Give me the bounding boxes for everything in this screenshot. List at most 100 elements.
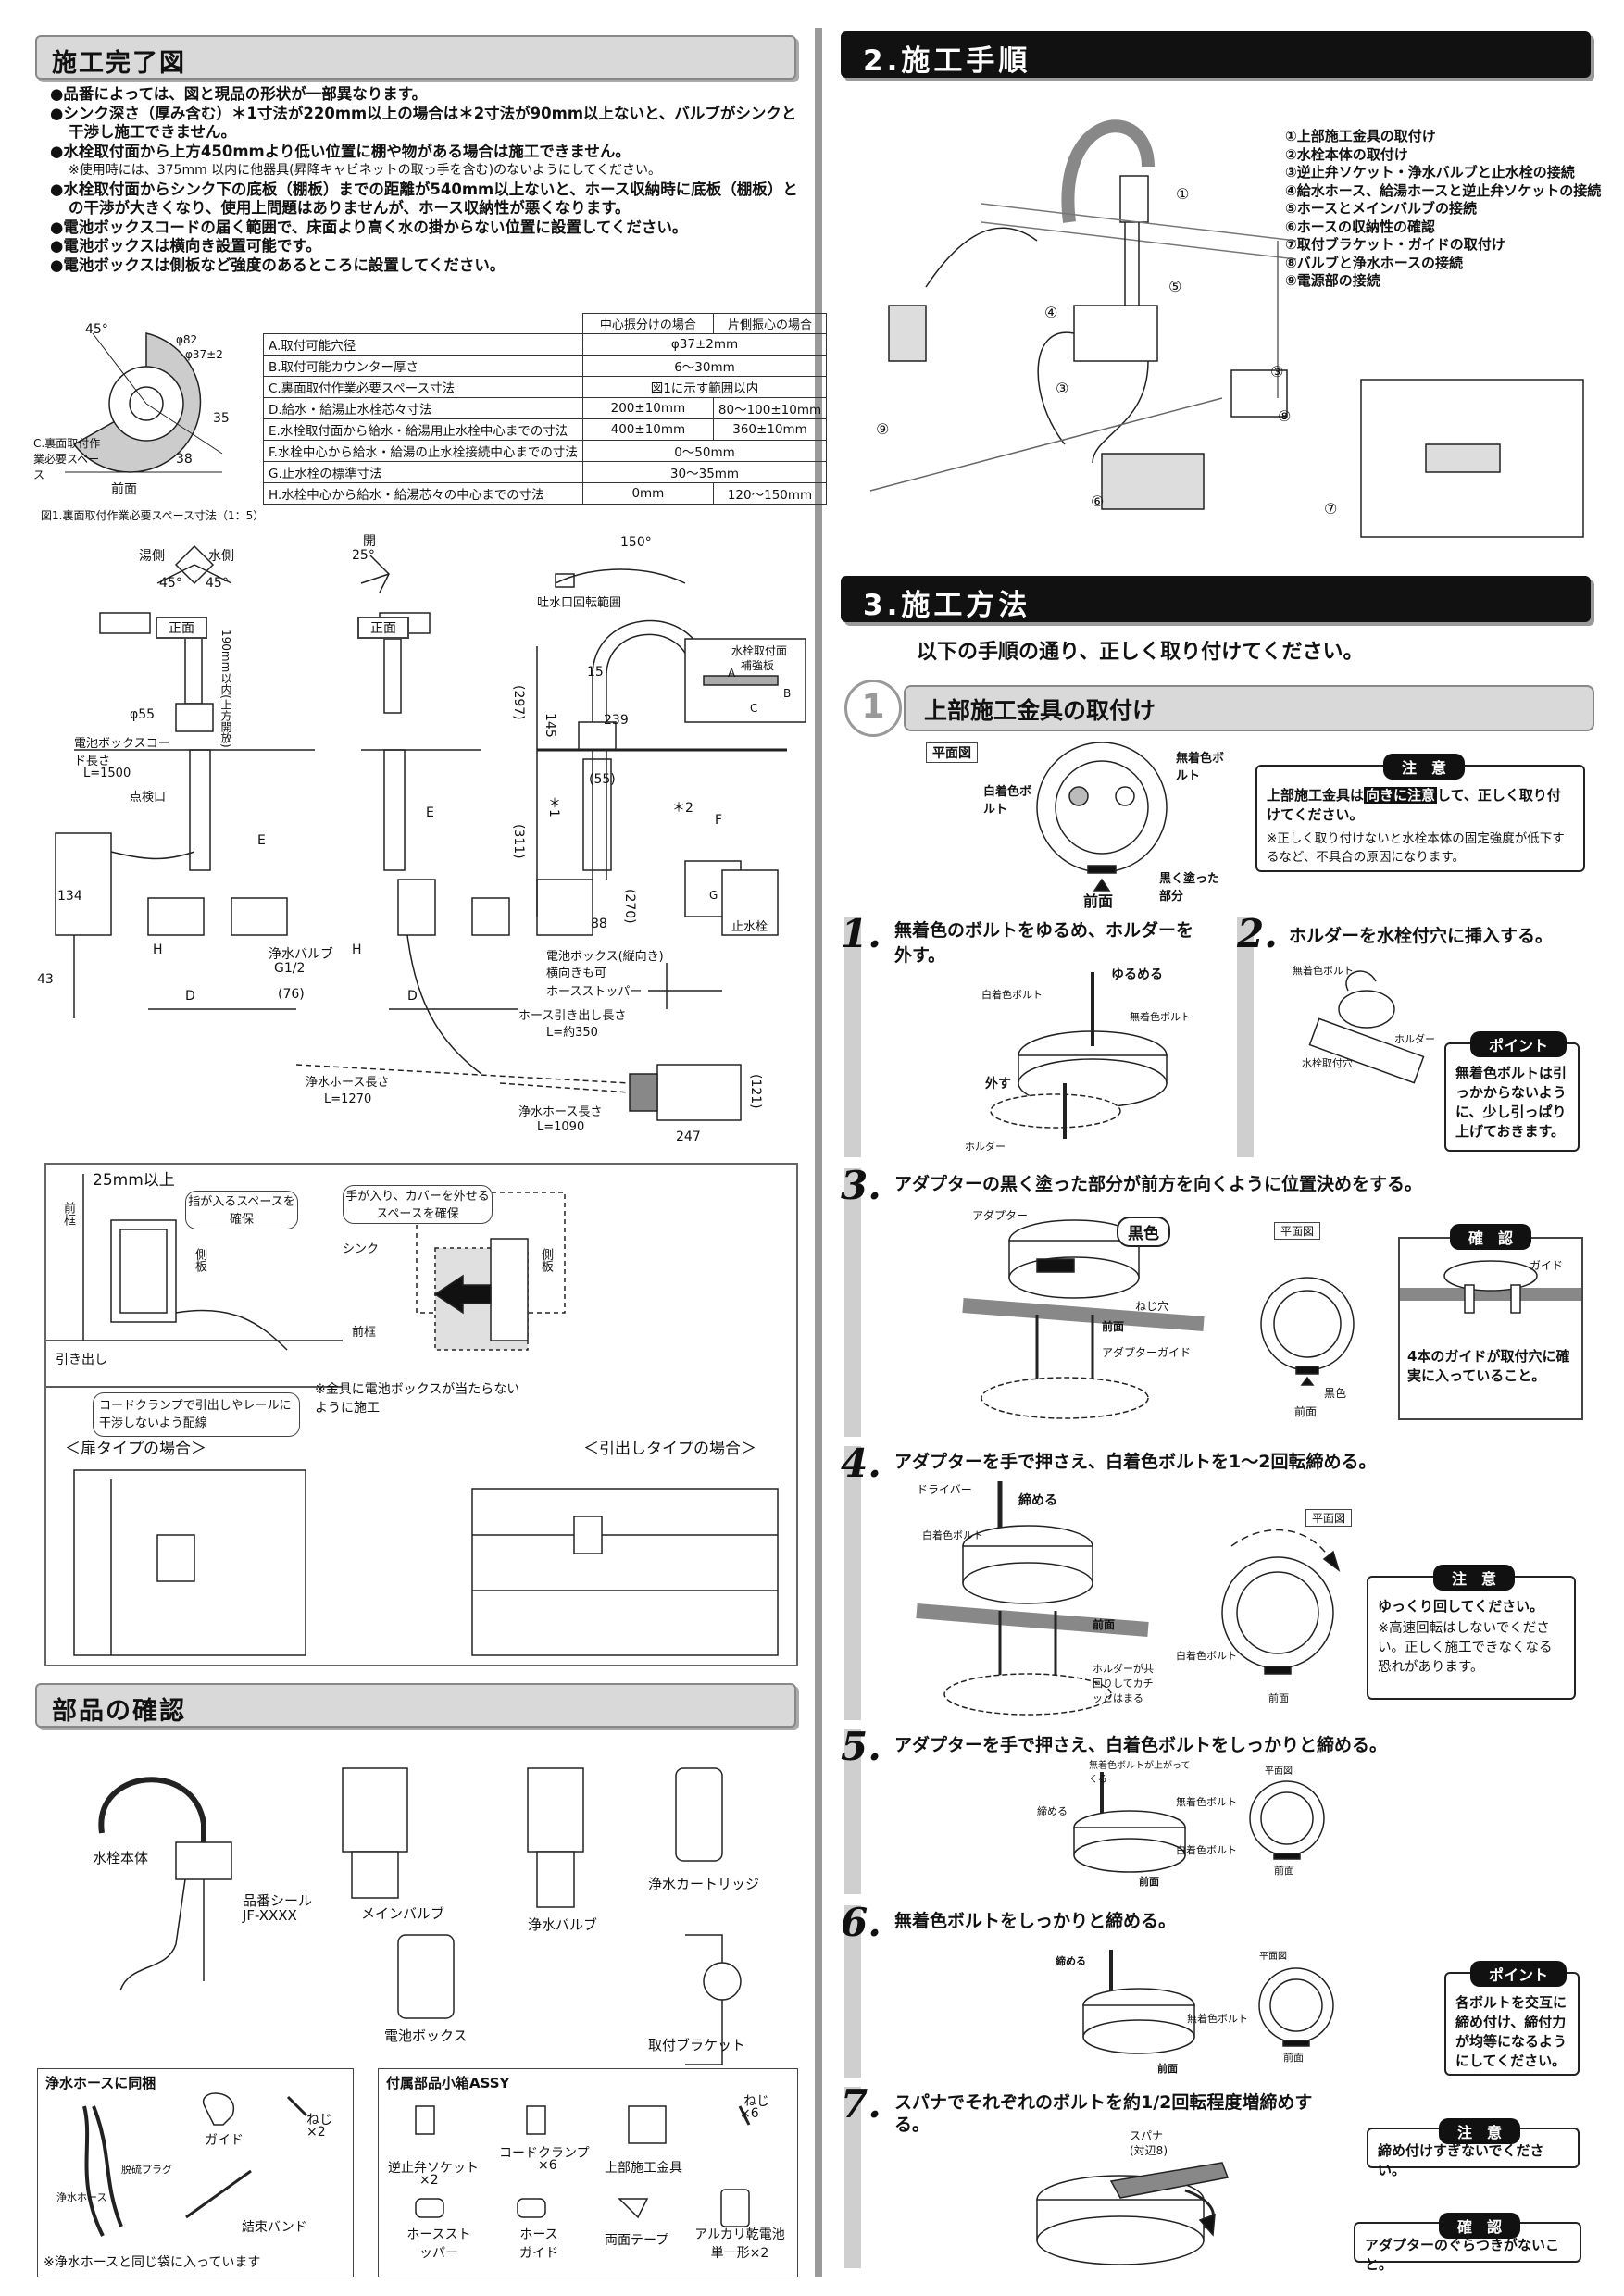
table-cell: 0mm [581, 482, 714, 505]
dim-label: G [709, 889, 718, 902]
dim-label: E [257, 833, 266, 848]
plan-view-drawing [1036, 742, 1168, 892]
box-title: 付属部品小箱ASSY [386, 2075, 510, 2091]
install-label: 前框 [61, 1202, 75, 1226]
part-label: 水栓本体 [93, 1850, 149, 1866]
procedure-figure: ① ② ③ ③ ④ ⑤ ⑥ ⑦ ⑧ ⑨ [869, 93, 1593, 546]
dim-label: 浄水ホース長さ [518, 1105, 603, 1119]
step4-drawing [916, 1481, 1149, 1716]
table-header: 中心振分けの場合 [581, 313, 714, 334]
step7-drawing [1036, 2162, 1230, 2265]
plan-label: 白着色ボルト [983, 785, 1032, 817]
table-cell: 360±10mm [712, 418, 828, 441]
dim-label: (76) [278, 987, 305, 1002]
step-label: 前面 [1102, 1320, 1125, 1333]
step-text: 無着色ボルトをしっかりと締める。 [894, 1911, 1177, 1931]
box-title: 浄水ホースに同梱 [45, 2075, 156, 2091]
install-label: ＜扉タイプの場合＞ [65, 1440, 206, 1458]
caution-text: 締め付けすぎないでください。 [1378, 2142, 1544, 2178]
dim-label: 開 [363, 534, 376, 549]
part-label: 電池ボックス [384, 2028, 468, 2044]
dim-label: 電池ボックス(縦向き) [546, 950, 664, 964]
step-label: 前面 [1139, 1876, 1159, 1888]
install-label: 25mm以上 [93, 1171, 175, 1190]
table-cell: A.取付可能穴径 [263, 333, 583, 356]
point-box: 無着色ボルトは引っかからないように、少し引っぱり上げておきます。 [1444, 1042, 1580, 1152]
confirm-box: ガイド 4本のガイドが取付穴に確実に入っていること。 [1398, 1237, 1583, 1420]
caution-tag: 注 意 [1439, 2118, 1521, 2144]
step-label: 白着色ボルト [1176, 1844, 1237, 1856]
step-text: アダプターを手で押さえ、白着色ボルトを1〜2回転締める。 [894, 1452, 1377, 1472]
plan-label: 黒く塗った部分 [1159, 872, 1220, 904]
install-callout: 手が入り、カバーを外せるスペースを確保 [343, 1185, 493, 1224]
plan-view-figure: 平面図 白着色ボルト 無着色ボルト 黒く塗った部分 前面 [926, 741, 1231, 910]
part-label: 両面テープ [605, 2233, 669, 2248]
step-label: ドライバー [917, 1483, 972, 1496]
table-cell: 0〜50mm [581, 440, 828, 462]
dim-label: 吐水口回転範囲 [537, 596, 622, 610]
step-text: ホルダーを水栓付穴に挿入する。 [1289, 926, 1554, 946]
black-callout: 黒色 [1117, 1217, 1170, 1247]
part-label: アルカリ乾電池単一形×2 [694, 2227, 785, 2261]
part-label: 浄水ホース [56, 2191, 107, 2203]
procedure-step: ③逆止弁ソケット・浄水バルブと止水栓の接続 [1285, 164, 1575, 181]
point-tag: ポイント [1470, 1031, 1568, 1057]
plan-label: 平面図 [1305, 1509, 1352, 1527]
step7-figure: スパナ (対辺8) [1018, 2126, 1259, 2274]
step-label: 平面図 [1265, 1766, 1293, 1777]
table-cell: 図1に示す範囲以内 [581, 376, 828, 398]
step2-drawing [1308, 970, 1425, 1084]
dim-label: 補強板 [741, 659, 775, 672]
dim-label: φ55 [130, 707, 156, 722]
part-label: コードクランプ [499, 2146, 590, 2161]
dim-label: 25° [352, 548, 375, 563]
point-text: 各ボルトを交互に締め付け、締付力が均等になるようにしてください。 [1455, 1994, 1568, 2069]
part-label: ホースストッパー [406, 2227, 471, 2261]
installation-figure: 25mm以上 前框 指が入るスペースを確保 側板 引き出し コードクランプで引出… [44, 1163, 798, 1666]
install-label: 側板 [539, 1248, 553, 1272]
step-label: 無着色ボルト [1130, 1011, 1191, 1023]
step-number: 1. [841, 911, 881, 956]
dim-label: 88 [591, 917, 607, 931]
step-label: 外す [985, 1077, 1011, 1092]
mounting-space-drawing [65, 332, 223, 473]
caution-text-a: 上部施工金具は [1267, 787, 1365, 804]
dim-label: A [728, 667, 736, 680]
install-callout: 指が入るスペースを確保 [185, 1191, 298, 1229]
space-label: C.裏面取付作業必要スペース [33, 437, 101, 481]
install-label: シンク [343, 1242, 380, 1256]
dim-label: L=1090 [537, 1120, 585, 1134]
table-cell: 200±10mm [581, 397, 714, 419]
table-cell: 400±10mm [581, 418, 714, 441]
table-cell: H.水栓中心から給水・給湯芯々の中心までの寸法 [263, 482, 583, 505]
procedure-drawing [869, 119, 1584, 538]
step-label: 締める [1018, 1493, 1057, 1508]
dim-label: D [185, 989, 195, 1004]
procedure-step: ④給水ホース、給湯ホースと逆止弁ソケットの接続 [1285, 181, 1602, 199]
note-sub: ※使用時には、375mm 以内に他器具(昇降キャビネットの取っ手を含む)のないよ… [69, 163, 661, 178]
step-label: ゆるめる [1111, 967, 1163, 982]
part-label: メインバルブ [361, 1905, 445, 1922]
section-head-procedure: 2.施工手順 [841, 31, 1591, 78]
dim-label: H [352, 942, 362, 957]
dim-label: ホースストッパー [546, 985, 643, 999]
step-bar [844, 917, 861, 1157]
procedure-step: ⑥ホースの収納性の確認 [1285, 218, 1435, 235]
step-label: 無着色ボルトが上がってくる [1089, 1761, 1191, 1785]
step-label: 締める [1037, 1805, 1068, 1817]
step-callout: ④ [1044, 304, 1058, 321]
dim-label: F [715, 813, 723, 828]
front-label: 前面 [111, 482, 137, 497]
install-label: 前框 [352, 1326, 377, 1340]
column-divider [815, 28, 822, 2277]
plan-label: 無着色ボルト [1176, 752, 1225, 783]
step-label: 白着色ボルト [922, 1529, 983, 1541]
accessory-box: 付属部品小箱ASSY 逆止弁ソケット ×2 コードクランプ ×6 上部施工金具 … [378, 2068, 798, 2277]
dim-label: D [407, 989, 418, 1004]
dim-label: ＊2 [672, 801, 693, 816]
section-head-completion: 施工完了図 [35, 35, 796, 80]
section-title: 2.施工手順 [863, 44, 1031, 78]
table-header [264, 314, 583, 334]
